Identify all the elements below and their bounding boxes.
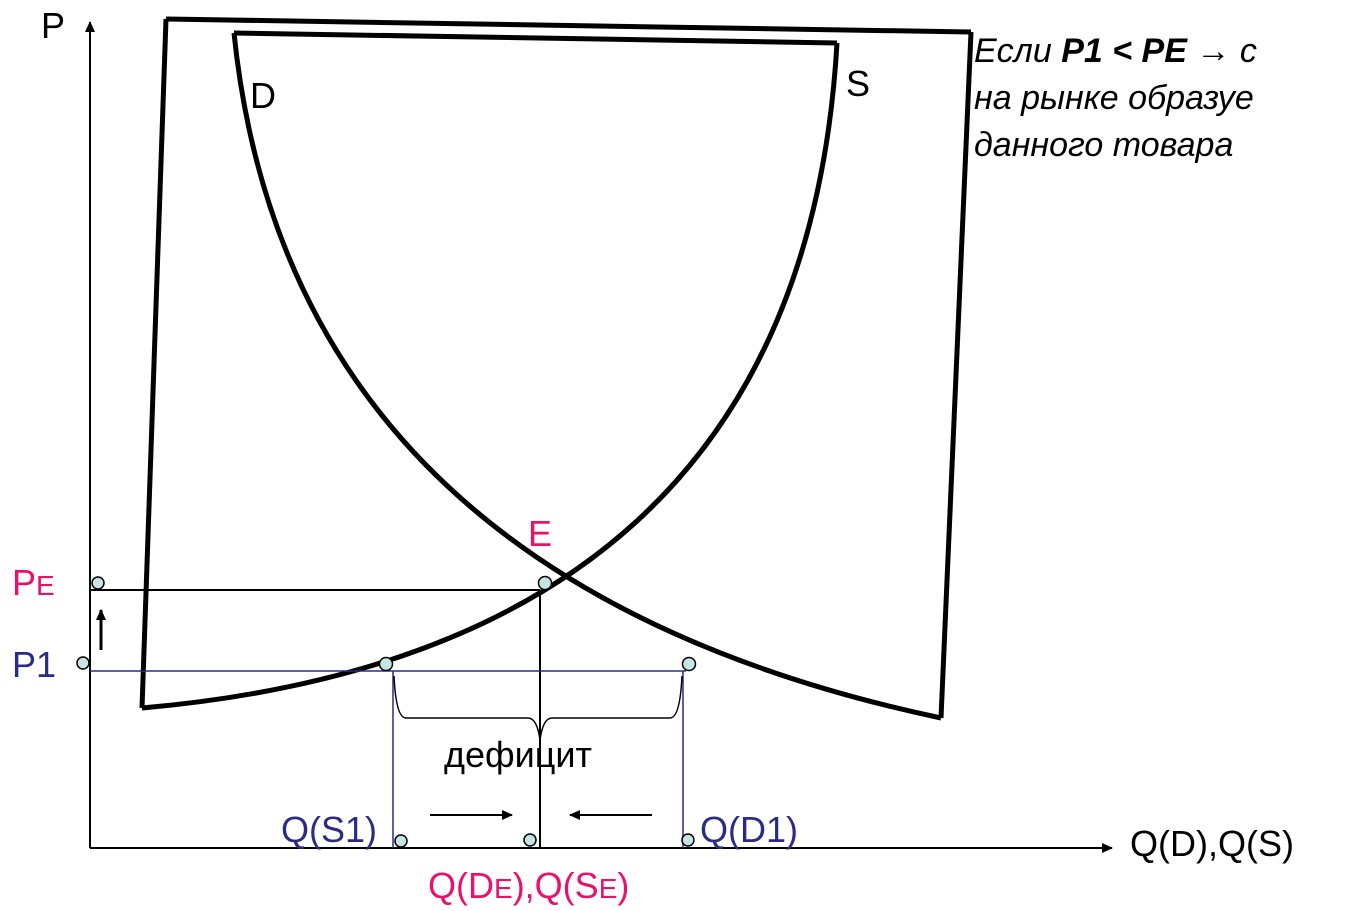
frame-right-line — [938, 31, 974, 719]
note-condition: P1 < PE — [1061, 32, 1187, 70]
qd1-label: Q(D1) — [700, 809, 798, 850]
qe-label-part1: Q(D — [428, 865, 494, 906]
frame-left-line — [139, 18, 169, 709]
x-axis-label: Q(D),Q(S) — [1130, 823, 1294, 864]
demand-at-p1-point — [681, 656, 697, 672]
supply-curve-label: S — [846, 63, 871, 104]
note-line-1-arrow: → с — [1186, 32, 1257, 70]
demand-curve — [231, 32, 942, 721]
qe-label-sub2: E — [598, 873, 618, 904]
qe-label: Q(DE),Q(SE) — [428, 868, 629, 904]
shortage-brace — [393, 675, 683, 741]
equilibrium-point — [537, 575, 553, 591]
qs1-axis-point — [394, 834, 408, 848]
pe-label-sub: E — [36, 570, 55, 601]
qe-label-sub1: E — [494, 873, 513, 904]
qd1-axis-point — [681, 833, 695, 847]
p1-label: P1 — [12, 644, 57, 685]
pe-label-main: P — [12, 562, 37, 603]
pe-label: PE — [12, 565, 55, 601]
note-line-1: Если P1 < PE → с — [974, 28, 1257, 75]
qe-label-close: ) — [617, 865, 630, 906]
note-line-1-prefix: Если — [974, 32, 1062, 70]
shortage-label: дефицит — [444, 734, 592, 775]
supply-curve — [141, 42, 840, 711]
qe-axis-point — [523, 833, 537, 847]
pe-axis-point — [91, 576, 105, 590]
qe-label-sep: ),Q(S — [512, 865, 599, 906]
note-line-3: данного товара — [974, 126, 1234, 164]
explanation-note: Если P1 < PE → с на рынке образуе данног… — [974, 28, 1257, 169]
demand-curve-label: D — [250, 75, 276, 116]
y-axis-label: P — [41, 5, 66, 46]
frame-inner-top-line — [233, 30, 838, 46]
qs1-label: Q(S1) — [281, 809, 378, 850]
supply-at-p1-point — [378, 656, 394, 672]
p1-axis-point — [76, 656, 90, 670]
note-line-2: на рынке образуе — [974, 79, 1254, 117]
frame-top-line — [165, 16, 972, 35]
equilibrium-point-label: E — [528, 513, 553, 554]
